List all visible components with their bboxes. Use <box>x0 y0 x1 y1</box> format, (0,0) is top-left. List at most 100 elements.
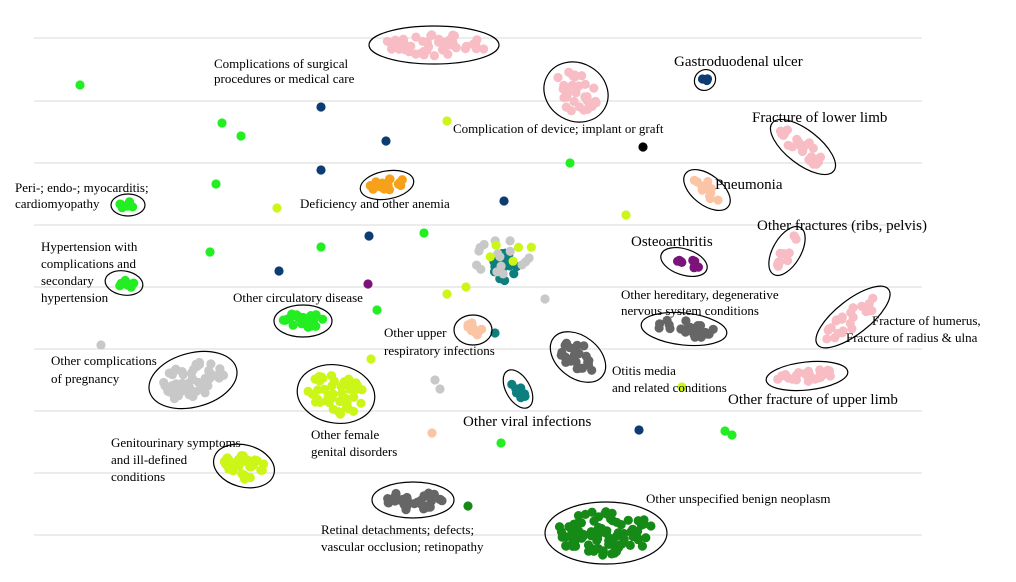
fracture-of-humerus-fracture-of-radius-ulna-point <box>848 312 858 322</box>
scattered-point-8 <box>316 165 326 175</box>
central-gray-point <box>474 246 484 256</box>
fracture-of-lower-limb-point <box>808 143 818 153</box>
scattered-point-31 <box>720 426 730 436</box>
scattered-point-5 <box>381 136 391 146</box>
otitis-media-and-related-conditions-point <box>587 365 597 375</box>
other-unspecified-benign-neoplasm-point <box>573 510 584 521</box>
scattered-point-18 <box>363 279 373 289</box>
central-gray-point <box>524 253 534 263</box>
other-complications-of-pregnancy-point <box>196 384 206 394</box>
genitourinary-symptoms-and-ill-defined-conditions-label: and ill-defined <box>111 452 188 467</box>
complications-of-surgical-procedures-or-medical-care-point <box>397 40 407 50</box>
other-fractures-ribs-pelvis-point <box>773 261 783 271</box>
other-complications-of-pregnancy-point <box>164 368 174 378</box>
pneumonia-point <box>713 195 723 205</box>
other-hereditary-degenerative-nervous-system-conditions-point <box>690 332 700 342</box>
other-upper-respiratory-infections-outline <box>453 314 493 346</box>
pneumonia-label: Pneumonia <box>715 177 783 193</box>
other-complications-of-pregnancy-point <box>177 367 187 377</box>
complications-of-surgical-procedures-or-medical-care-point <box>451 43 461 53</box>
osteoarthritis-label: Osteoarthritis <box>631 234 713 250</box>
otitis-media-and-related-conditions-label: and related conditions <box>612 380 727 395</box>
scattered-point-15 <box>316 242 326 252</box>
other-complications-of-pregnancy-point <box>173 391 184 401</box>
central-yellow-point <box>491 240 501 250</box>
other-hereditary-degenerative-nervous-system-conditions-point <box>655 319 665 329</box>
peri-endo-myocarditis-cardiomyopathy-outline <box>110 193 146 217</box>
complication-of-device-implant-or-graft-point <box>591 98 601 108</box>
complication-of-device-implant-or-graft-point <box>558 84 568 94</box>
other-complications-of-pregnancy-point <box>188 391 198 402</box>
central-yellow-point <box>485 252 495 262</box>
other-unspecified-benign-neoplasm-point <box>580 509 591 519</box>
deficiency-and-other-anemia-point <box>368 184 378 194</box>
other-fracture-of-upper-limb-point <box>823 365 833 375</box>
gastroduodenal-ulcer-label: Gastroduodenal ulcer <box>674 54 803 70</box>
complication-of-device-implant-or-graft-point <box>566 106 576 116</box>
complication-of-device-implant-or-graft-point <box>580 79 590 89</box>
fracture-of-humerus-fracture-of-radius-ulna-point <box>832 315 842 325</box>
scattered-point-21 <box>372 305 382 315</box>
hypertension-with-complications-and-secondary-hypertension-label: secondary <box>41 273 94 288</box>
complication-of-device-implant-or-graft-point <box>589 83 599 93</box>
other-hereditary-degenerative-nervous-system-conditions-label: nervous system conditions <box>621 303 759 318</box>
hypertension-with-complications-and-secondary-hypertension-point <box>115 281 125 291</box>
peri-endo-myocarditis-cardiomyopathy-label: cardiomyopathy <box>15 196 100 211</box>
other-fractures-ribs-pelvis-point <box>775 248 785 258</box>
genitourinary-symptoms-and-ill-defined-conditions-point <box>245 462 255 472</box>
genitourinary-symptoms-and-ill-defined-conditions-point <box>226 463 237 473</box>
fracture-of-humerus-fracture-of-radius-ulna-point <box>823 325 833 335</box>
fracture-of-lower-limb-point <box>778 130 789 140</box>
otitis-media-and-related-conditions-point <box>565 343 575 353</box>
fracture-of-humerus-fracture-of-radius-ulna-point <box>868 293 878 303</box>
retinal-detachments-defects-vascular-occlusion-retinopathy-label: vascular occlusion; retinopathy <box>321 539 484 554</box>
scattered-point-23 <box>96 340 106 350</box>
complications-of-surgical-procedures-or-medical-care-point <box>471 40 481 50</box>
fracture-of-lower-limb-point <box>787 142 797 152</box>
other-female-genital-disorders-point <box>307 389 318 399</box>
central-gray-point <box>505 246 515 256</box>
other-unspecified-benign-neoplasm-point <box>554 522 565 532</box>
other-circulatory-disease-point <box>305 319 315 330</box>
central-gray-point <box>495 252 505 262</box>
complications-of-surgical-procedures-or-medical-care-point <box>438 45 448 55</box>
other-hereditary-degenerative-nervous-system-conditions-point <box>676 324 686 334</box>
complications-of-surgical-procedures-or-medical-care-point <box>411 32 421 42</box>
scattered-point-7 <box>565 158 575 168</box>
other-hereditary-degenerative-nervous-system-conditions-point <box>692 324 702 334</box>
other-unspecified-benign-neoplasm-point <box>600 508 610 518</box>
other-unspecified-benign-neoplasm-point <box>557 532 567 542</box>
data-points <box>75 30 878 560</box>
hypertension-with-complications-and-secondary-hypertension-outline <box>104 270 144 296</box>
scattered-point-34 <box>463 501 473 511</box>
other-female-genital-disorders-point <box>349 392 359 402</box>
complications-of-surgical-procedures-or-medical-care-point <box>429 51 439 61</box>
peri-endo-myocarditis-cardiomyopathy-label: Peri-; endo-; myocarditis; <box>15 180 149 195</box>
other-female-genital-disorders-point <box>337 388 347 398</box>
other-fractures-ribs-pelvis-label: Other fractures (ribs, pelvis) <box>757 218 927 234</box>
other-hereditary-degenerative-nervous-system-conditions-label: Other hereditary, degenerative <box>621 287 779 302</box>
other-female-genital-disorders-point <box>353 381 363 391</box>
fracture-of-humerus-fracture-of-radius-ulna-point <box>822 334 832 344</box>
other-hereditary-degenerative-nervous-system-conditions-outline <box>640 311 728 347</box>
complications-of-surgical-procedures-or-medical-care-label: procedures or medical care <box>214 71 355 86</box>
fracture-of-humerus-fracture-of-radius-ulna-outline <box>815 285 891 349</box>
complications-of-surgical-procedures-or-medical-care-point <box>386 44 397 54</box>
complications-of-surgical-procedures-or-medical-care-label: Complications of surgical <box>214 56 348 71</box>
fracture-of-humerus-fracture-of-radius-ulna-point <box>857 301 867 311</box>
otitis-media-and-related-conditions-point <box>581 351 591 361</box>
other-female-genital-disorders-point <box>321 396 332 406</box>
hypertension-with-complications-and-secondary-hypertension-label: Hypertension with <box>41 239 138 254</box>
retinal-detachments-defects-vascular-occlusion-retinopathy-point <box>390 496 400 506</box>
scattered-point-22 <box>540 294 550 304</box>
other-unspecified-benign-neoplasm-point <box>604 539 614 550</box>
other-unspecified-benign-neoplasm-point <box>633 516 643 526</box>
other-female-genital-disorders-label: genital disorders <box>311 444 397 459</box>
scattered-point-2 <box>217 118 227 128</box>
other-fractures-ribs-pelvis-point <box>783 256 793 266</box>
otitis-media-and-related-conditions-point <box>570 350 580 360</box>
osteoarthritis-point <box>693 262 704 272</box>
other-unspecified-benign-neoplasm-point <box>628 524 638 534</box>
other-complications-of-pregnancy-point <box>215 364 225 374</box>
